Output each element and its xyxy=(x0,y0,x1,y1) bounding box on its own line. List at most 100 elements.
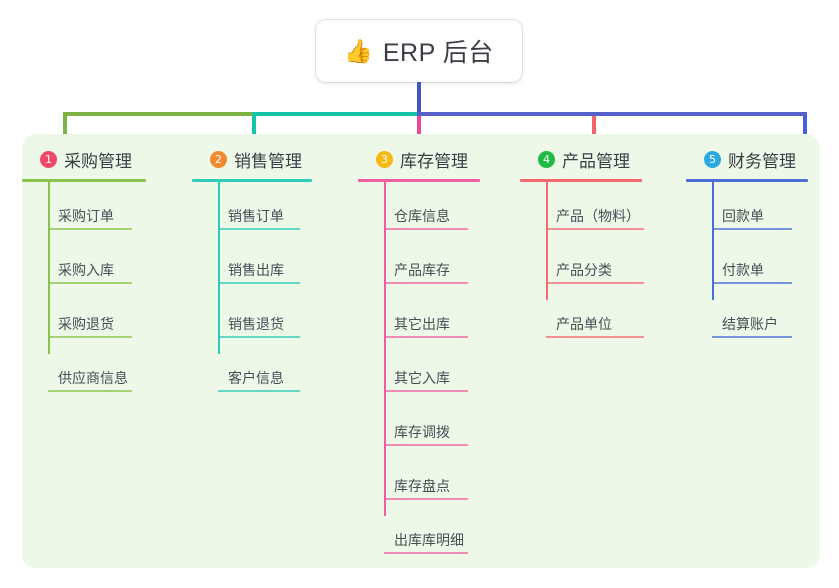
branch-header-5[interactable]: 5 财务管理 xyxy=(686,146,836,172)
branch-item-rule xyxy=(384,498,468,500)
branch-item[interactable]: 产品库存 xyxy=(358,236,528,290)
branch-item[interactable]: 仓库信息 xyxy=(358,182,528,236)
branch-item-rule xyxy=(384,228,468,230)
branch-header-3[interactable]: 3 库存管理 xyxy=(358,146,528,172)
branch-item-rule xyxy=(48,228,132,230)
branch-rule-5 xyxy=(686,179,808,182)
branch-badge-1: 1 xyxy=(40,150,57,168)
bus-connector-middle xyxy=(252,112,419,116)
branch-rule-1 xyxy=(22,179,146,182)
branch-item-rule xyxy=(218,390,300,392)
branch-title-4: 产品管理 xyxy=(562,151,630,171)
branch-items-5: 回款单付款单结算账户 xyxy=(686,182,836,344)
branch-item-rule xyxy=(712,282,792,284)
branch-item[interactable]: 结算账户 xyxy=(686,290,836,344)
branch-item-rule xyxy=(218,282,300,284)
branch-title-5: 财务管理 xyxy=(728,151,796,171)
branch-item[interactable]: 产品单位 xyxy=(520,290,698,344)
branch-item[interactable]: 采购退货 xyxy=(22,290,192,344)
branch-spine-3 xyxy=(384,182,386,516)
branch-title-1: 采购管理 xyxy=(64,151,132,171)
branch-item-label: 库存调拨 xyxy=(394,424,450,440)
branch-header-4[interactable]: 4 产品管理 xyxy=(520,146,698,172)
branch-badge-4: 4 xyxy=(538,150,555,168)
branch-header-1[interactable]: 1 采购管理 xyxy=(22,146,192,172)
branch-item-rule xyxy=(384,282,468,284)
branch-spine-1 xyxy=(48,182,50,354)
branch-item-rule xyxy=(384,444,468,446)
branch-spine-5 xyxy=(712,182,714,300)
branch-column-1: 1 采购管理 采购订单采购入库采购退货供应商信息 xyxy=(22,146,192,398)
branch-item-label: 产品单位 xyxy=(556,316,612,332)
branch-item[interactable]: 付款单 xyxy=(686,236,836,290)
branch-rule-3 xyxy=(358,179,480,182)
branch-item-label: 采购订单 xyxy=(58,208,114,224)
branch-item-rule xyxy=(384,552,468,554)
branch-item-label: 出库库明细 xyxy=(394,532,464,548)
branch-item-label: 销售出库 xyxy=(228,262,284,278)
branch-spine-4 xyxy=(546,182,548,300)
branch-items-3: 仓库信息产品库存其它出库其它入库库存调拨库存盘点出库库明细 xyxy=(358,182,528,560)
branch-item-label: 采购退货 xyxy=(58,316,114,332)
branch-stub-1 xyxy=(63,116,67,138)
branch-badge-5: 5 xyxy=(704,150,721,168)
root-node[interactable]: 👍 ERP 后台 xyxy=(316,20,522,82)
branch-stub-5 xyxy=(803,116,807,138)
branch-item-rule xyxy=(384,336,468,338)
branch-item-rule xyxy=(48,390,132,392)
branch-item-label: 销售退货 xyxy=(228,316,284,332)
branch-item-label: 付款单 xyxy=(722,262,764,278)
branches-panel xyxy=(22,134,820,568)
branch-column-2: 2 销售管理 销售订单销售出库销售退货客户信息 xyxy=(192,146,358,398)
branch-item[interactable]: 库存调拨 xyxy=(358,398,528,452)
branch-item[interactable]: 回款单 xyxy=(686,182,836,236)
branch-item[interactable]: 供应商信息 xyxy=(22,344,192,398)
branch-item[interactable]: 其它出库 xyxy=(358,290,528,344)
branch-item[interactable]: 采购入库 xyxy=(22,236,192,290)
branch-stub-4 xyxy=(592,116,596,138)
branch-item-rule xyxy=(48,282,132,284)
branch-item[interactable]: 客户信息 xyxy=(192,344,358,398)
branch-item-label: 仓库信息 xyxy=(394,208,450,224)
branch-item-label: 产品分类 xyxy=(556,262,612,278)
branch-items-1: 采购订单采购入库采购退货供应商信息 xyxy=(22,182,192,398)
branch-item-rule xyxy=(384,390,468,392)
branch-items-2: 销售订单销售出库销售退货客户信息 xyxy=(192,182,358,398)
branch-item-label: 客户信息 xyxy=(228,370,284,386)
root-title: ERP 后台 xyxy=(382,39,494,67)
branch-item[interactable]: 产品（物料） xyxy=(520,182,698,236)
branch-title-2: 销售管理 xyxy=(234,151,302,171)
branch-item[interactable]: 销售订单 xyxy=(192,182,358,236)
branch-item[interactable]: 其它入库 xyxy=(358,344,528,398)
branch-item-rule xyxy=(712,228,792,230)
branch-item[interactable]: 产品分类 xyxy=(520,236,698,290)
branch-title-3: 库存管理 xyxy=(400,151,468,171)
branch-item-label: 供应商信息 xyxy=(58,370,128,386)
branch-column-4: 4 产品管理 产品（物料） 产品分类产品单位 xyxy=(520,146,698,344)
branch-item-rule xyxy=(546,282,644,284)
branch-item[interactable]: 销售出库 xyxy=(192,236,358,290)
branch-item-rule xyxy=(218,336,300,338)
branch-item-label: 其它入库 xyxy=(394,370,450,386)
branch-items-4: 产品（物料） 产品分类产品单位 xyxy=(520,182,698,344)
branch-item[interactable]: 库存盘点 xyxy=(358,452,528,506)
branch-rule-2 xyxy=(192,179,312,182)
branch-item[interactable]: 销售退货 xyxy=(192,290,358,344)
branch-badge-3: 3 xyxy=(376,150,393,168)
branch-item[interactable]: 出库库明细 xyxy=(358,506,528,560)
branch-item-rule xyxy=(48,336,132,338)
branch-item-label: 结算账户 xyxy=(722,316,778,332)
trunk-connector xyxy=(417,82,421,114)
branch-item-label: 产品库存 xyxy=(394,262,450,278)
thumbs-up-icon: 👍 xyxy=(344,37,373,64)
branch-header-2[interactable]: 2 销售管理 xyxy=(192,146,358,172)
branch-item-label: 其它出库 xyxy=(394,316,450,332)
branch-spine-2 xyxy=(218,182,220,354)
branch-item-label: 采购入库 xyxy=(58,262,114,278)
branch-rule-4 xyxy=(520,179,642,182)
branch-item[interactable]: 采购订单 xyxy=(22,182,192,236)
bus-connector-left xyxy=(63,112,419,116)
branch-item-rule xyxy=(546,336,644,338)
branch-stub-3 xyxy=(417,116,421,138)
